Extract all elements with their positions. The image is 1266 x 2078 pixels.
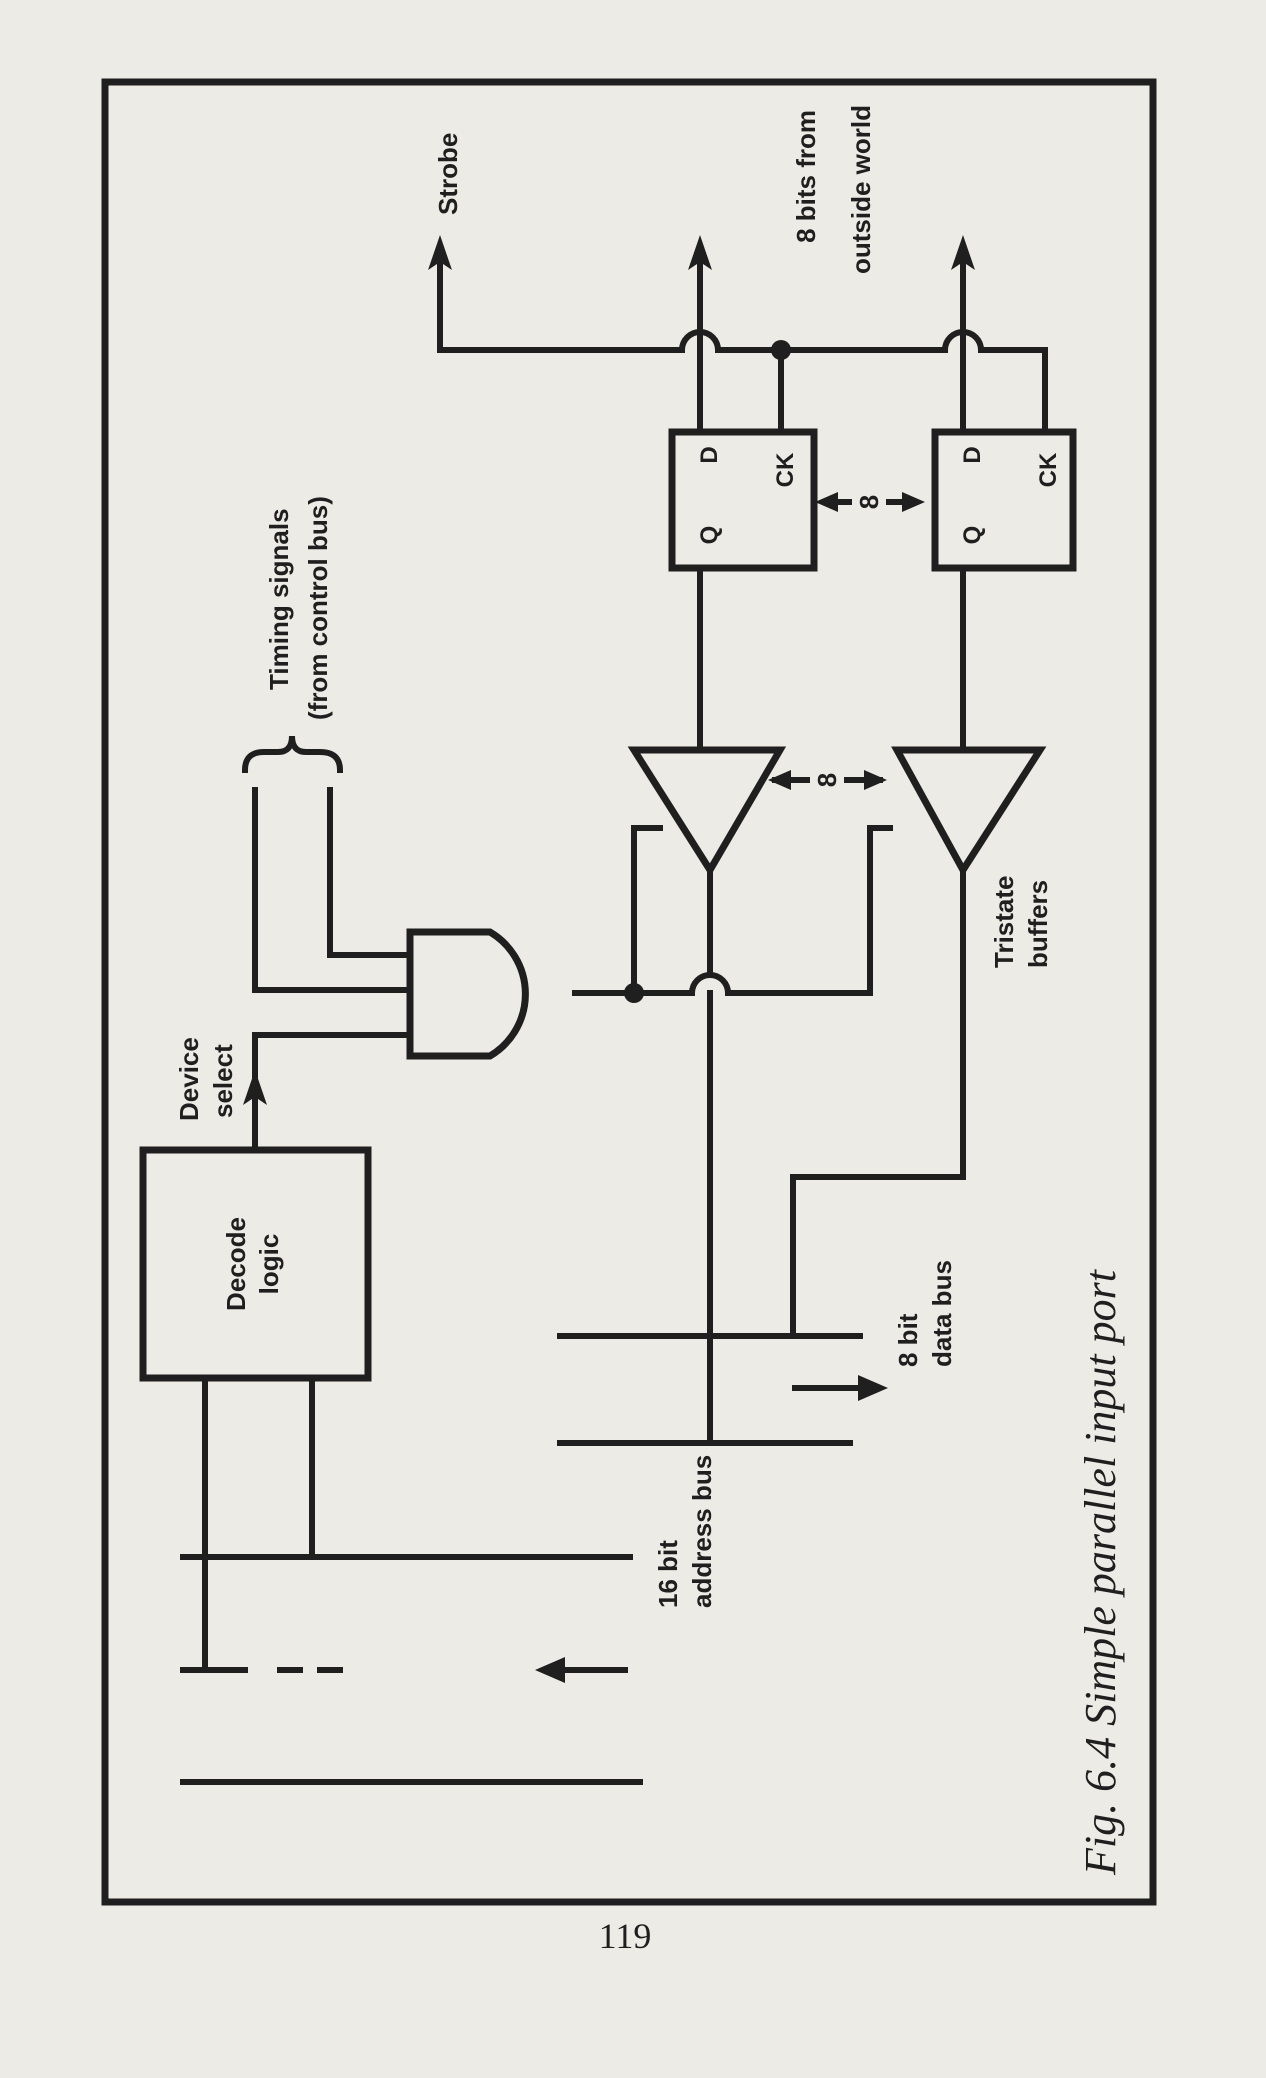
figure-caption: Fig. 6.4 Simple parallel input port <box>1076 1268 1125 1876</box>
ff-bits-label: 8 <box>854 495 884 509</box>
outside-world-label-1: 8 bits from <box>791 110 821 243</box>
buffer2-output <box>790 867 966 1339</box>
timing-brace <box>241 735 344 774</box>
timing-wire-1 <box>252 787 413 993</box>
strobe-label: Strobe <box>433 133 463 215</box>
decode-logic-label-2: logic <box>254 1234 284 1295</box>
ff1-d-label: D <box>696 446 723 463</box>
ff2-d-label: D <box>959 446 986 463</box>
ff-bits-arrow-left-icon <box>815 492 838 512</box>
ff-bits-arrow-right-icon <box>902 492 925 512</box>
address-bus-label-2: address bus <box>687 1455 717 1608</box>
flip-flop-2-body <box>931 428 1077 572</box>
ff1-q-label: Q <box>696 526 723 545</box>
flip-flop-1 <box>668 428 818 572</box>
device-select-label-2: select <box>208 1044 238 1118</box>
buffer-bits-arrow-right-icon <box>864 770 887 790</box>
timing-label-2: (from control bus) <box>303 496 333 720</box>
tristate-label-2: buffers <box>1023 880 1053 968</box>
enable-buffer1 <box>631 825 663 996</box>
wiring <box>180 247 1048 1785</box>
device-select-label-1: Device <box>174 1037 204 1121</box>
input-arrow-2-icon <box>951 235 975 270</box>
strobe-wire <box>437 247 685 353</box>
timing-label-1: Timing signals <box>264 508 294 690</box>
ff2-ck-label: CK <box>1035 452 1062 487</box>
arrows <box>243 235 975 1683</box>
buffer-bits-label: 8 <box>812 773 842 787</box>
address-bus-label-1: 16 bit <box>653 1540 683 1608</box>
buffer1-hop <box>688 972 732 997</box>
outside-world-label-2: outside world <box>846 105 876 274</box>
data-bus-label-1: 8 bit <box>893 1313 923 1367</box>
enable-junction <box>624 983 644 1003</box>
flip-flop-1-body <box>668 428 818 572</box>
decode-logic-box <box>139 1146 372 1382</box>
device-select-wire <box>252 1032 413 1153</box>
address-bus-arrow-icon <box>535 1657 565 1683</box>
flip-flop-2 <box>931 428 1077 572</box>
tristate-label-1: Tristate <box>989 876 1019 969</box>
input-arrow-1-icon <box>688 235 712 270</box>
and-output-wire-2 <box>725 825 893 996</box>
ff2-q-label: Q <box>959 526 986 545</box>
figure-frame <box>101 78 1157 1906</box>
strobe-arrow-icon <box>428 235 452 270</box>
decode-logic-label-1: Decode <box>221 1217 251 1311</box>
labels: Strobe 8 bits from outside world Timing … <box>174 105 1125 1876</box>
and-gate <box>406 928 529 1060</box>
page-number: 119 <box>599 1916 652 1956</box>
strobe-junction <box>771 340 791 360</box>
tristate-buffer-1 <box>627 746 787 877</box>
buffer-bits-arrow-left-icon <box>768 770 791 790</box>
tristate-buffer-2 <box>891 746 1047 877</box>
data-bus-arrow-icon <box>858 1375 888 1401</box>
ff1-ck-label: CK <box>772 452 799 487</box>
data-bus-label-2: data bus <box>927 1260 957 1367</box>
strobe-wire-end <box>978 347 1048 435</box>
timing-wire-2 <box>327 787 413 958</box>
device-select-arrow-icon <box>243 1070 267 1105</box>
